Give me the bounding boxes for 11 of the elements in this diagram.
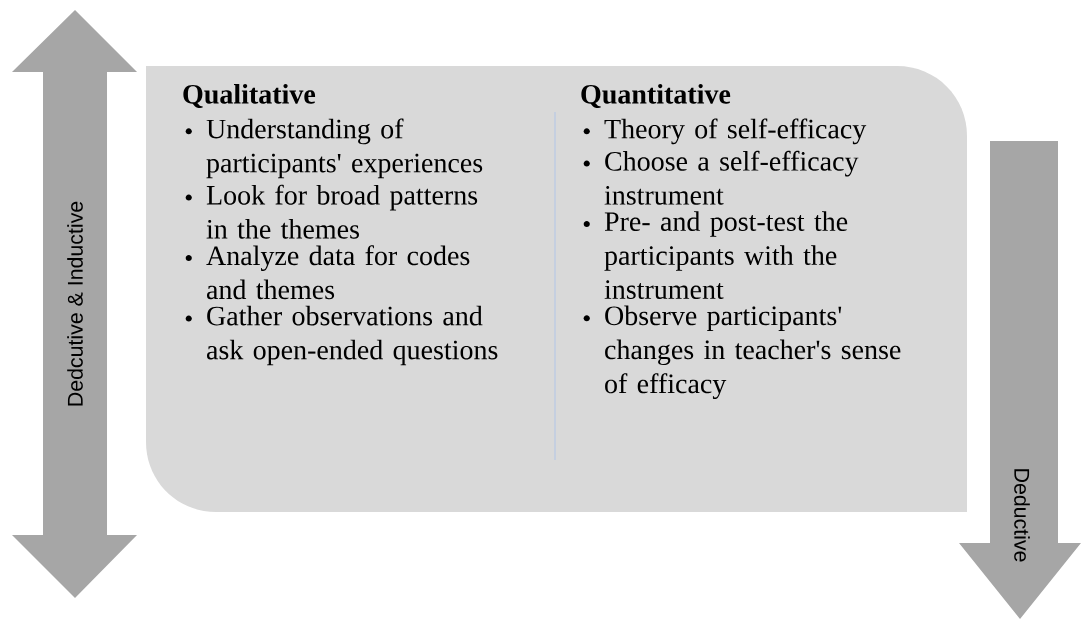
bullet-item: Analyze data for codes and themes — [185, 245, 470, 300]
bullet-item: Observe participants' changes in teacher's sense of efficacy — [583, 305, 901, 399]
bullet-item: Theory of self-efficacy — [583, 118, 867, 145]
panel — [146, 66, 967, 512]
column-heading: Quantitative — [581, 84, 731, 108]
bullet-item: Look for broad patterns in the themes — [185, 184, 478, 239]
bullet-item: Understanding of participants' experiences — [185, 118, 483, 179]
bullet-item: Gather observations and ask open-ended questions — [185, 305, 498, 366]
column-heading: Qualitative — [183, 84, 316, 108]
bullet-item: Pre- and post-test the participants with the instrument — [583, 211, 848, 299]
bullet-item: Choose a self-efficacy instrument — [583, 150, 859, 205]
